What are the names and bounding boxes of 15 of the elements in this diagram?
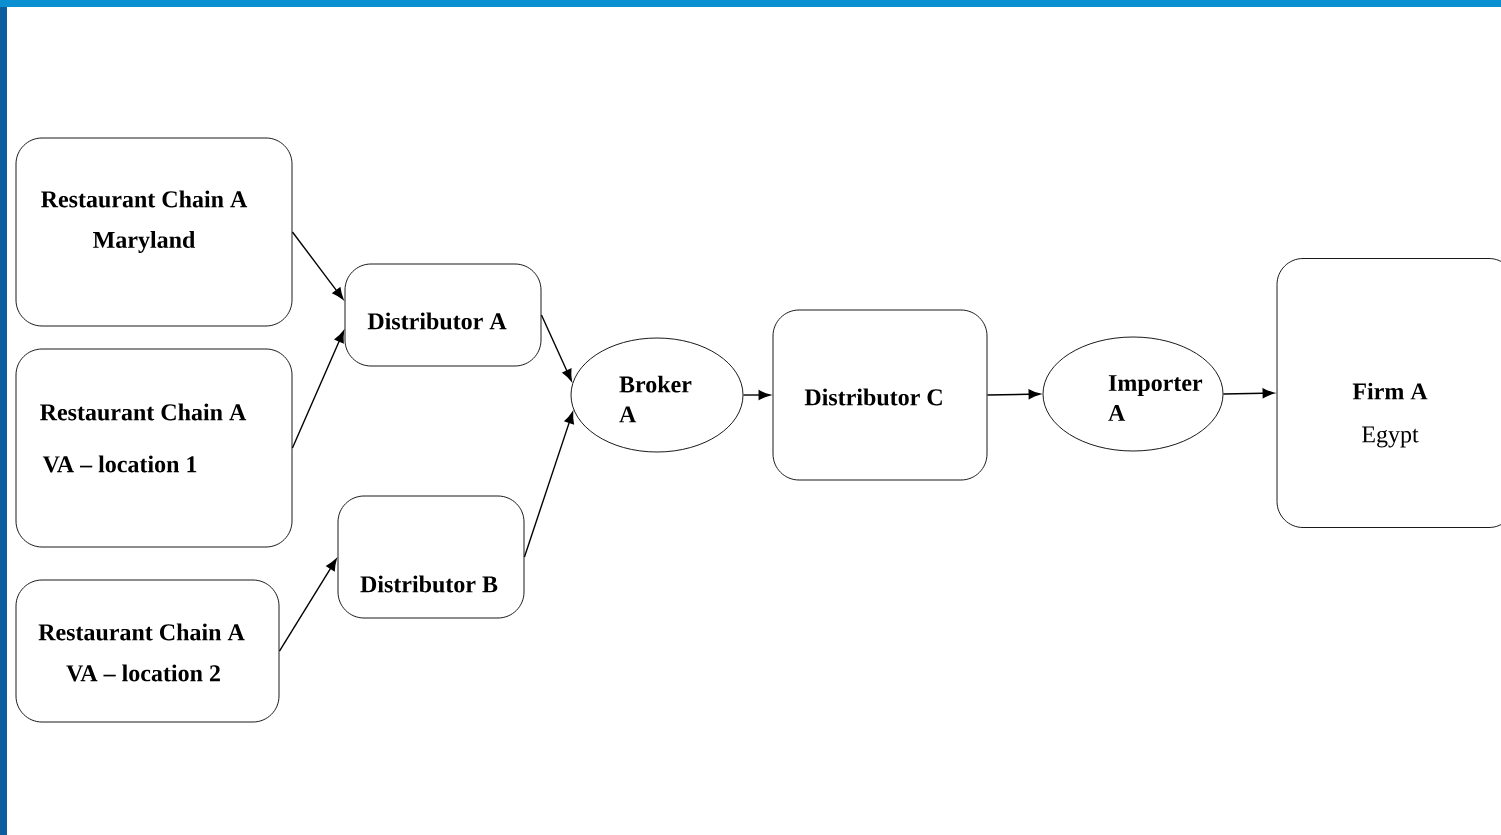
process-box: Restaurant Chain A VA – location 2 bbox=[15, 579, 280, 723]
process-box: Distributor C bbox=[772, 309, 988, 481]
arrow bbox=[291, 330, 345, 449]
process-box: Firm A Egypt bbox=[1276, 258, 1501, 528]
arrow bbox=[742, 390, 771, 400]
arrow bbox=[1222, 388, 1275, 399]
arrow bbox=[986, 389, 1041, 400]
arrow bbox=[278, 558, 337, 652]
process-box: Distributor B bbox=[337, 495, 525, 619]
arrow bbox=[291, 231, 344, 300]
arrow bbox=[540, 314, 572, 382]
arrow bbox=[523, 411, 574, 558]
process-box: Restaurant Chain A VA – location 1 bbox=[15, 348, 293, 548]
process-box: Restaurant Chain A Maryland bbox=[15, 137, 293, 327]
process-box: Distributor A bbox=[344, 263, 542, 367]
